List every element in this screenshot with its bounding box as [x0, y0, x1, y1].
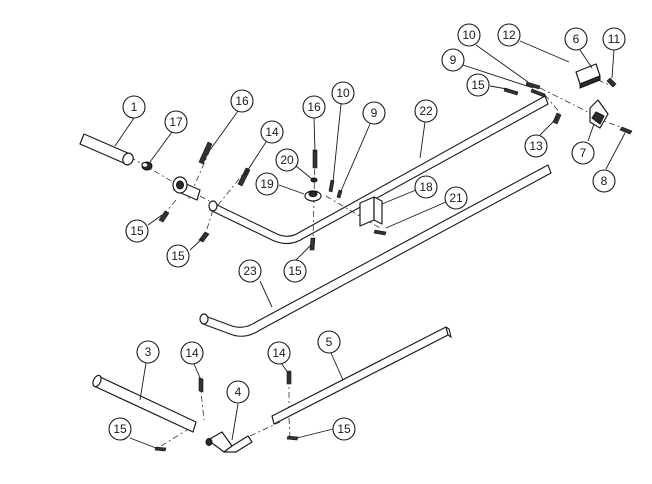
- callout-9: 9: [362, 101, 386, 125]
- part-22-bent-rail: [208, 95, 549, 245]
- callout-3: 3: [136, 340, 160, 364]
- part-21-bracket: [359, 196, 383, 227]
- part-1-tube: [79, 133, 134, 166]
- callout-8: 8: [592, 169, 616, 193]
- callout-9-label: 9: [371, 106, 378, 120]
- part-6-bracket: [575, 63, 601, 89]
- coupler-collar: [172, 176, 201, 201]
- callout-15-label: 15: [171, 249, 185, 263]
- callout-23: 23: [238, 259, 262, 283]
- callout-7: 7: [571, 141, 595, 165]
- callout-22-label: 22: [419, 104, 433, 118]
- callout-11-label: 11: [608, 32, 621, 46]
- callout-3-label: 3: [145, 345, 152, 359]
- callout-4-label: 4: [235, 385, 242, 399]
- callout-23-label: 23: [243, 264, 257, 278]
- callout-5-label: 5: [326, 335, 333, 349]
- callout-17: 17: [164, 110, 188, 134]
- callout-6-label: 6: [573, 32, 580, 46]
- callout-22: 22: [414, 99, 438, 123]
- callout-16-label: 16: [235, 94, 249, 108]
- callout-13: 13: [524, 134, 548, 158]
- callout-1: 1: [122, 95, 146, 119]
- callout-14: 14: [260, 120, 284, 144]
- callout-15: 15: [166, 244, 190, 268]
- callout-15: 15: [108, 417, 132, 441]
- callout-1-label: 1: [131, 100, 138, 114]
- callout-15-label: 15: [130, 224, 144, 238]
- callout-19-label: 19: [260, 177, 274, 191]
- callout-11: 11: [602, 27, 626, 51]
- callout-17-label: 17: [169, 115, 183, 129]
- part-5-rail: [271, 326, 452, 425]
- callout-14-label: 14: [272, 346, 286, 360]
- part-4-elbow: [205, 431, 253, 453]
- callout-8-label: 8: [601, 174, 608, 188]
- fasteners: [154, 77, 633, 452]
- callout-6: 6: [564, 27, 588, 51]
- callout-15-label: 15: [113, 422, 127, 436]
- callout-14-label: 14: [265, 125, 279, 139]
- part-7-clamp: [589, 99, 609, 129]
- callout-15: 15: [125, 219, 149, 243]
- callout-9: 9: [441, 48, 465, 72]
- callout-10-label: 10: [336, 86, 350, 100]
- part-3-tube: [92, 374, 197, 433]
- callout-5: 5: [317, 330, 341, 354]
- callout-16-label: 16: [307, 100, 321, 114]
- callout-14: 14: [180, 341, 204, 365]
- callout-10-label: 10: [462, 28, 476, 42]
- part-23-bent-rail: [199, 164, 552, 337]
- callout-16: 16: [302, 95, 326, 119]
- callout-20: 20: [275, 148, 299, 172]
- callout-15-label: 15: [337, 422, 351, 436]
- callout-12-label: 12: [502, 28, 516, 42]
- callout-10: 10: [331, 81, 355, 105]
- callout-9-label: 9: [450, 53, 457, 67]
- callout-18: 18: [414, 175, 438, 199]
- callout-4: 4: [226, 380, 250, 404]
- callout-13-label: 13: [529, 139, 543, 153]
- callout-15: 15: [332, 417, 356, 441]
- callout-15: 15: [466, 73, 490, 97]
- callout-15-label: 15: [288, 264, 302, 278]
- callout-7-label: 7: [580, 146, 587, 160]
- callout-18-label: 18: [419, 180, 433, 194]
- part-17-plug: [141, 161, 153, 171]
- callout-19: 19: [255, 172, 279, 196]
- callout-15: 15: [283, 259, 307, 283]
- callout-10: 10: [457, 23, 481, 47]
- callout-21: 21: [444, 186, 468, 210]
- callout-15-label: 15: [471, 78, 485, 92]
- part-19-bushing: [304, 190, 322, 202]
- callout-21-label: 21: [449, 191, 463, 205]
- callout-12: 12: [497, 23, 521, 47]
- callout-20-label: 20: [280, 153, 294, 167]
- part-20-washer: [310, 177, 318, 183]
- callout-14-label: 14: [185, 346, 199, 360]
- center-lines: [129, 79, 629, 449]
- leader-lines: [114, 40, 626, 449]
- callout-14: 14: [267, 341, 291, 365]
- callout-16: 16: [230, 89, 254, 113]
